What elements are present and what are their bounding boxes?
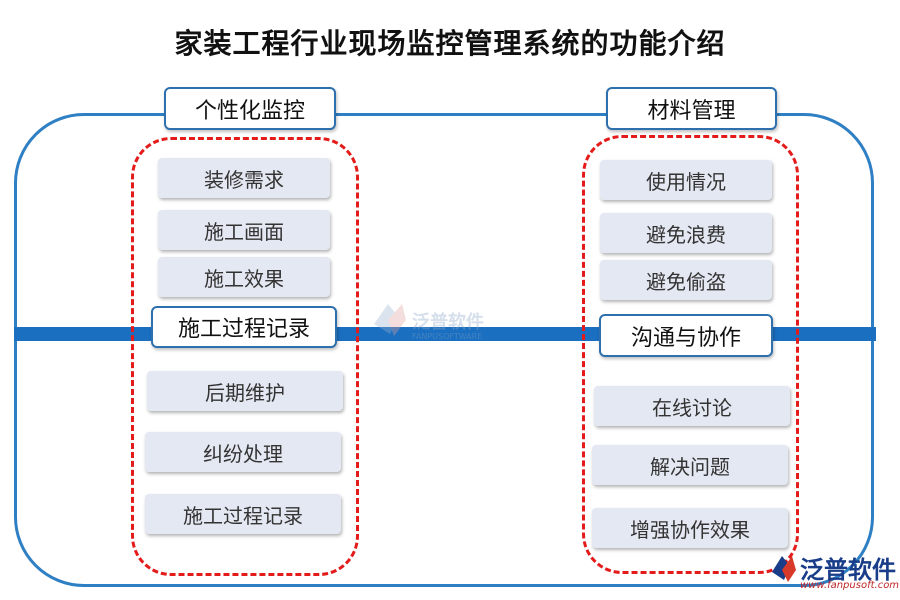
right-item-0: 使用情况 xyxy=(600,160,772,200)
left-lower-item-0: 后期维护 xyxy=(147,371,343,411)
page-title: 家装工程行业现场监控管理系统的功能介绍 xyxy=(174,27,726,60)
right-item-1: 避免浪费 xyxy=(600,213,772,253)
brand-logo: 泛普软件 www.fanpusoft.com xyxy=(770,548,899,596)
left-lower-item-2: 施工过程记录 xyxy=(145,494,341,534)
right-item-2: 避免偷盗 xyxy=(600,260,772,300)
left-item-0: 装修需求 xyxy=(158,158,330,198)
right-lower-item-1: 解决问题 xyxy=(592,445,788,485)
right-lower-item-2: 增强协作效果 xyxy=(592,508,788,548)
left-dashed-group xyxy=(131,137,359,576)
outer-frame xyxy=(14,113,874,587)
watermark-brand: 泛普软件 xyxy=(412,312,484,333)
right-group-header: 材料管理 xyxy=(606,87,777,130)
left-item-2: 施工效果 xyxy=(158,257,330,297)
watermark: 泛普软件 FANPUSOFTWARE xyxy=(368,290,498,354)
logo-url: www.fanpusoft.com xyxy=(800,580,900,591)
watermark-sub: FANPUSOFTWARE xyxy=(412,332,483,341)
left-mid-header: 施工过程记录 xyxy=(151,306,337,348)
right-lower-item-0: 在线讨论 xyxy=(594,386,790,426)
right-mid-header: 沟通与协作 xyxy=(599,314,773,357)
logo-brand: 泛普软件 xyxy=(800,556,896,584)
logo-mark-icon xyxy=(772,556,796,582)
left-lower-item-1: 纠纷处理 xyxy=(145,432,341,472)
left-item-1: 施工画面 xyxy=(158,210,330,250)
left-group-header: 个性化监控 xyxy=(164,87,336,130)
right-dashed-group xyxy=(582,135,799,574)
watermark-logo-icon xyxy=(374,304,406,336)
